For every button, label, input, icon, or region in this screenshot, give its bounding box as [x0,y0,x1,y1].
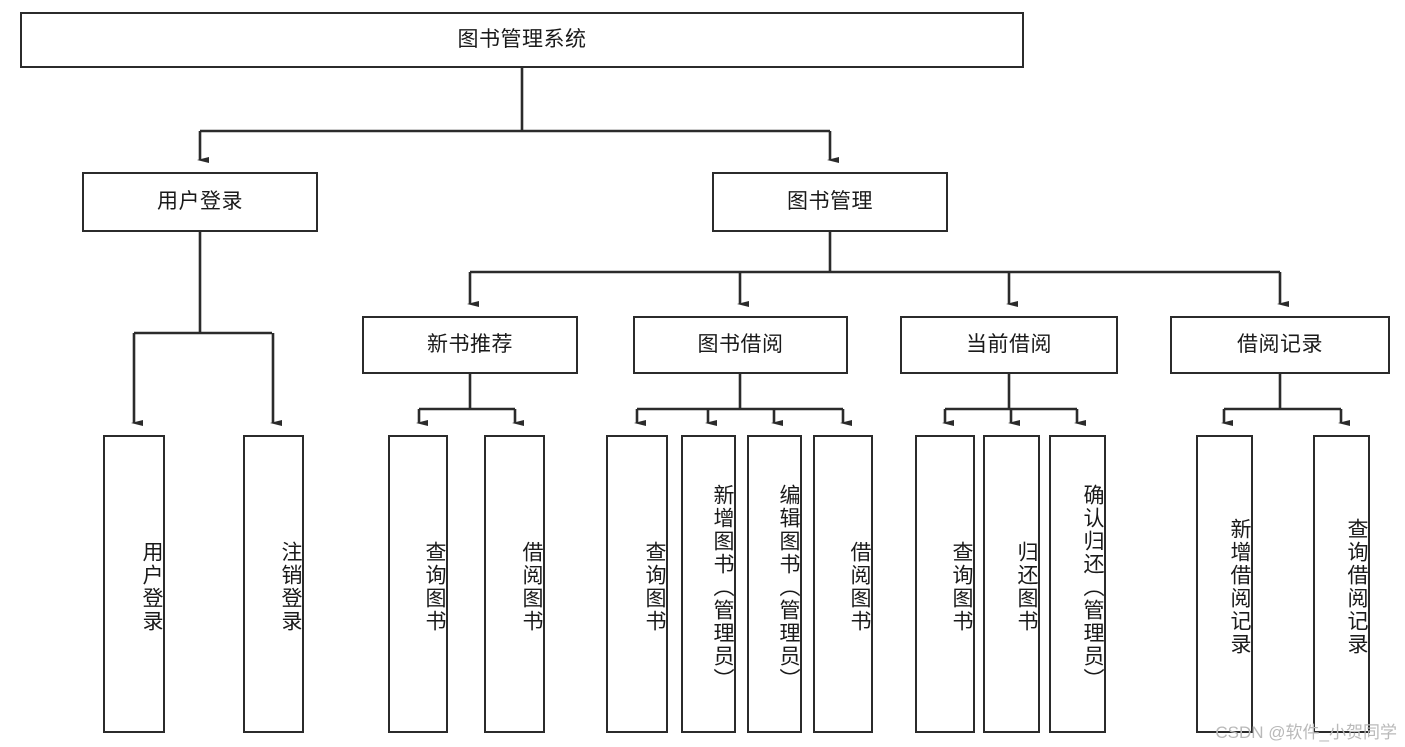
node-label: 注销登录 [279,541,302,633]
node-label: 查询借阅记录 [1345,518,1368,656]
node-level3-2[interactable]: 当前借阅 [900,316,1118,374]
node-label: 确认归还（管理员） [1081,483,1104,691]
node-level3-3[interactable]: 借阅记录 [1170,316,1390,374]
node-level3-0[interactable]: 新书推荐 [362,316,578,374]
node-label: 查询图书 [423,541,446,633]
node-label: 当前借阅 [966,333,1052,357]
node-label: 归还图书 [1015,541,1038,633]
node-label: 借阅图书 [520,541,543,633]
node-label: 新增借阅记录 [1228,518,1251,656]
node-level2-0[interactable]: 用户登录 [82,172,318,232]
node-leaf-8[interactable]: 查询图书 [915,435,975,733]
node-leaf-11[interactable]: 新增借阅记录 [1196,435,1253,733]
node-leaf-7[interactable]: 借阅图书 [813,435,873,733]
node-root-system[interactable]: 图书管理系统 [20,12,1024,68]
node-leaf-10[interactable]: 确认归还（管理员） [1049,435,1106,733]
node-label: 图书管理系统 [457,28,587,52]
node-leaf-12[interactable]: 查询借阅记录 [1313,435,1370,733]
node-leaf-2[interactable]: 查询图书 [388,435,448,733]
node-level3-1[interactable]: 图书借阅 [633,316,848,374]
node-leaf-1[interactable]: 注销登录 [243,435,304,733]
node-level2-1[interactable]: 图书管理 [712,172,948,232]
node-leaf-0[interactable]: 用户登录 [103,435,165,733]
node-label: 用户登录 [157,190,243,214]
node-leaf-5[interactable]: 新增图书（管理员） [681,435,736,733]
node-label: 用户登录 [140,541,163,633]
node-label: 借阅图书 [848,541,871,633]
node-label: 查询图书 [643,541,666,633]
node-leaf-3[interactable]: 借阅图书 [484,435,545,733]
node-label: 图书管理 [787,190,873,214]
node-leaf-4[interactable]: 查询图书 [606,435,668,733]
node-leaf-9[interactable]: 归还图书 [983,435,1040,733]
node-label: 图书借阅 [697,333,784,357]
node-label: 查询图书 [950,541,973,633]
node-leaf-6[interactable]: 编辑图书（管理员） [747,435,802,733]
csdn-watermark: CSDN @软件_小贺同学 [1215,723,1397,742]
node-label: 新增图书（管理员） [711,483,734,691]
node-label: 借阅记录 [1237,333,1323,357]
node-label: 编辑图书（管理员） [777,483,800,691]
node-label: 新书推荐 [427,333,513,357]
